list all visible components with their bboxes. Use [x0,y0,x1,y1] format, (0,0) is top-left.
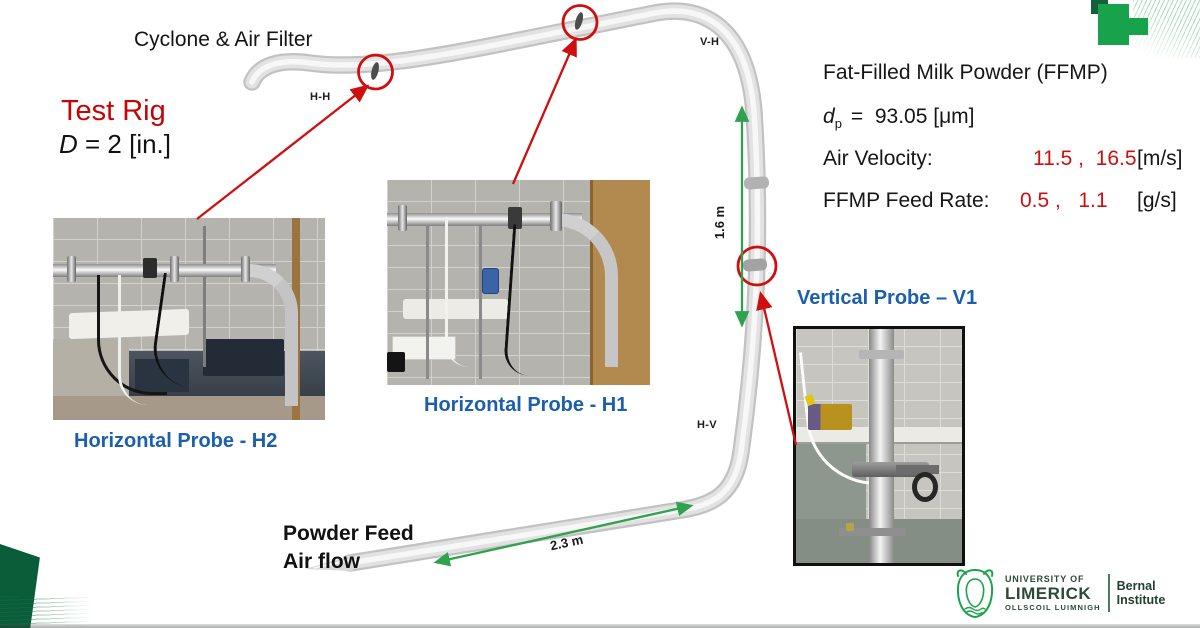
white-cable [118,274,148,405]
particle-diameter-line: dp = 93.05 [μm] [823,105,975,131]
caption-horizontal-probe-h2: Horizontal Probe - H2 [74,430,278,452]
university-irish-name: OLLSCOIL LUIMNIGH [1005,602,1101,612]
pipe-flange [240,256,250,283]
photo-vertical-probe-v1 [793,326,965,566]
university-crest-icon [956,568,994,619]
probe-h1-circle [561,4,599,41]
footer-logos: UNIVERSITY OF LIMERICK OLLSCOIL LUIMNIGH… [952,563,1198,623]
university-of: UNIVERSITY OF [1005,573,1085,584]
powder-feed-label: Powder Feed [283,522,414,545]
bernal-institute-logo-text: Bernal Institute [1117,579,1166,608]
probe-sensor-block [507,206,522,229]
slide-bottom-edge [0,624,1200,628]
dp-subscript: p [834,116,842,132]
pipe-flange [859,350,904,360]
bernal-line2: Institute [1116,593,1166,607]
feed-rate-unit: [g/s] [1137,189,1177,212]
pipe-flange [169,256,179,283]
pipe-diameter-label: D = 2 [in.] [59,129,171,160]
air-velocity-label: Air Velocity: [823,147,933,170]
pipe-flange [397,204,407,231]
university-logo-text: UNIVERSITY OF LIMERICK OLLSCOIL LUIMNIGH [1005,573,1101,612]
blue-device [481,268,499,295]
probe-sensor-block [142,258,157,279]
air-velocity-values: 11.5 , 16.5 [1033,147,1137,170]
pipe-tag-vh: V-H [700,36,720,48]
material-title: Fat-Filled Milk Powder (FFMP) [823,61,1108,84]
probe-h2-circle [357,53,394,91]
pointer-arrow-v1 [756,290,798,446]
air-velocity-unit: [m/s] [1137,147,1183,170]
photo-horizontal-probe-h1 [387,180,650,385]
conveying-pipe [243,2,767,572]
feed-rate-values: 0.5 , 1.1 [1020,189,1108,212]
dimension-arrow-diagonal [433,501,694,567]
caption-horizontal-probe-h1: Horizontal Probe - H1 [424,394,628,416]
air-flow-label: Air flow [283,550,360,573]
probe-h1-glyph [574,12,584,30]
pointer-arrow-h1 [511,37,577,185]
bernal-line1: Bernal [1116,578,1156,593]
probe-h2-glyph [371,62,379,80]
vertical-pipe-photo [869,329,894,563]
diameter-symbol: D [59,129,78,159]
pipe-photo [53,264,277,278]
pipe-tag-hh: H-H [310,91,331,103]
corner-square-green-small [1128,18,1148,35]
pipe-coupling [743,176,770,190]
contour-pattern-bottom-left [0,596,96,626]
pointer-arrow-h2 [196,84,370,220]
support-rod [426,214,430,379]
instrument-box [807,403,853,430]
logo-divider [1107,574,1110,612]
pipe-flange [66,256,76,283]
cable-loop [912,471,939,502]
feed-rate-line: FFMP Feed Rate: 0.5 , 1.1 [g/s] [823,189,1198,215]
cyclone-air-filter-label: Cyclone & Air Filter [134,28,313,51]
pipe-photo [387,212,582,226]
diameter-value: = 2 [in.] [77,129,172,159]
clamp-knob [845,523,854,532]
feed-rate-label: FFMP Feed Rate: [823,189,990,212]
vertical-probe-port [742,258,768,272]
contour-pattern-top-right [1133,0,1200,58]
dp-symbol: d [823,105,835,128]
bottom-clamp [839,527,906,536]
dp-value: = 93.05 [μm] [850,105,975,128]
photo-horizontal-probe-h2 [53,218,325,420]
corner-square-green [1098,4,1129,45]
under-table [796,443,866,519]
white-cable [444,216,471,367]
clamp-arm [895,464,939,474]
slide-title: Test Rig [61,95,166,127]
dimension-vertical-label: 1.6 m [712,205,728,240]
university-name: LIMERICK [1005,583,1092,603]
tri-clamp [550,200,563,231]
support-rod [202,226,206,368]
pipe-tag-hv: H-V [697,419,717,431]
caption-vertical-probe-v1: Vertical Probe – V1 [797,287,978,309]
plug [387,352,405,373]
air-velocity-line: Air Velocity: 11.5 , 16.5 [m/s] [823,147,1198,173]
support-rod-2 [479,214,483,379]
